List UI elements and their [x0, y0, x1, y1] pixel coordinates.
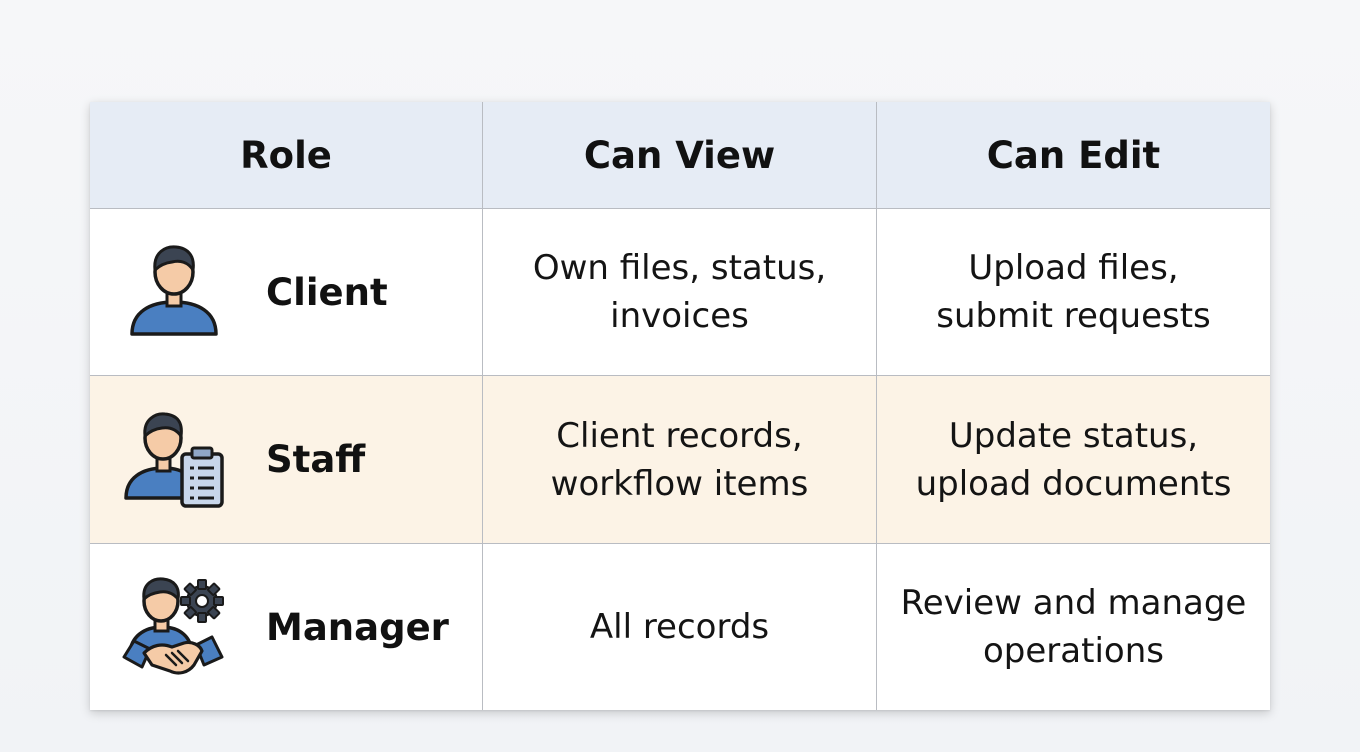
header-can-view: Can View	[483, 102, 877, 209]
header-can-edit: Can Edit	[877, 102, 1270, 209]
role-label-manager: Manager	[266, 605, 449, 649]
header-role-label: Role	[240, 133, 332, 177]
header-can-edit-label: Can Edit	[986, 133, 1161, 177]
client-can-view-text: Own files, status, invoices	[532, 248, 827, 336]
staff-can-view-text: Client records, workflow items	[550, 415, 809, 504]
row-manager-can-view: All records	[483, 544, 877, 710]
staff-can-edit-text: Update status, upload documents	[915, 415, 1232, 504]
row-staff-can-edit: Update status, upload documents	[877, 376, 1270, 544]
row-client-can-edit: Upload files, submit requests	[877, 209, 1270, 376]
row-manager-role: Manager	[90, 544, 483, 710]
header-can-view-label: Can View	[583, 133, 776, 177]
row-manager-can-edit: Review and manage operations	[877, 544, 1270, 710]
row-client-can-view: Own files, status, invoices	[483, 209, 877, 376]
header-role: Role	[90, 102, 483, 209]
permissions-grid: Role Can View Can Edit Client Own files,…	[90, 102, 1270, 710]
row-staff-role: Staff	[90, 376, 483, 544]
role-label-client: Client	[266, 270, 388, 314]
manager-can-edit-text: Review and manage operations	[900, 583, 1247, 671]
client-can-edit-text: Upload files, submit requests	[936, 248, 1211, 336]
person-handshake-gear-icon	[122, 577, 224, 675]
row-client-role: Client	[90, 209, 483, 376]
manager-can-view-text: All records	[589, 607, 770, 647]
person-clipboard-icon	[124, 411, 224, 508]
permissions-table: Role Can View Can Edit Client Own files,…	[90, 102, 1270, 710]
role-label-staff: Staff	[266, 438, 366, 481]
person-icon	[130, 245, 218, 336]
row-staff-can-view: Client records, workflow items	[483, 376, 877, 544]
